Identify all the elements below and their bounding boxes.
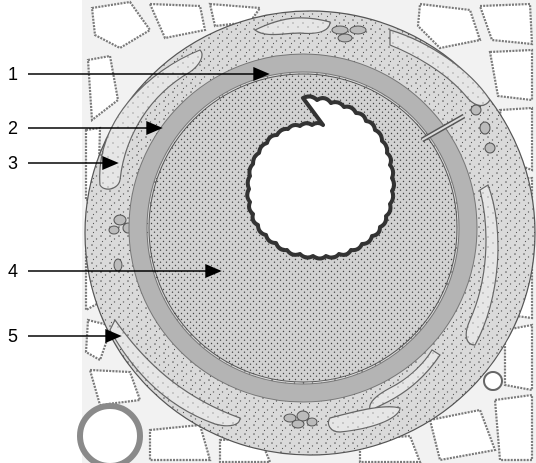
label-5: 5 [8, 326, 18, 346]
label-3: 3 [8, 153, 18, 173]
blood-vessel-icon [80, 406, 140, 463]
label-4: 4 [8, 261, 18, 281]
label-2: 2 [8, 118, 18, 138]
number-labels: 1 2 3 4 5 [8, 64, 18, 346]
label-1: 1 [8, 64, 18, 84]
bronchiole-wall [85, 11, 535, 455]
